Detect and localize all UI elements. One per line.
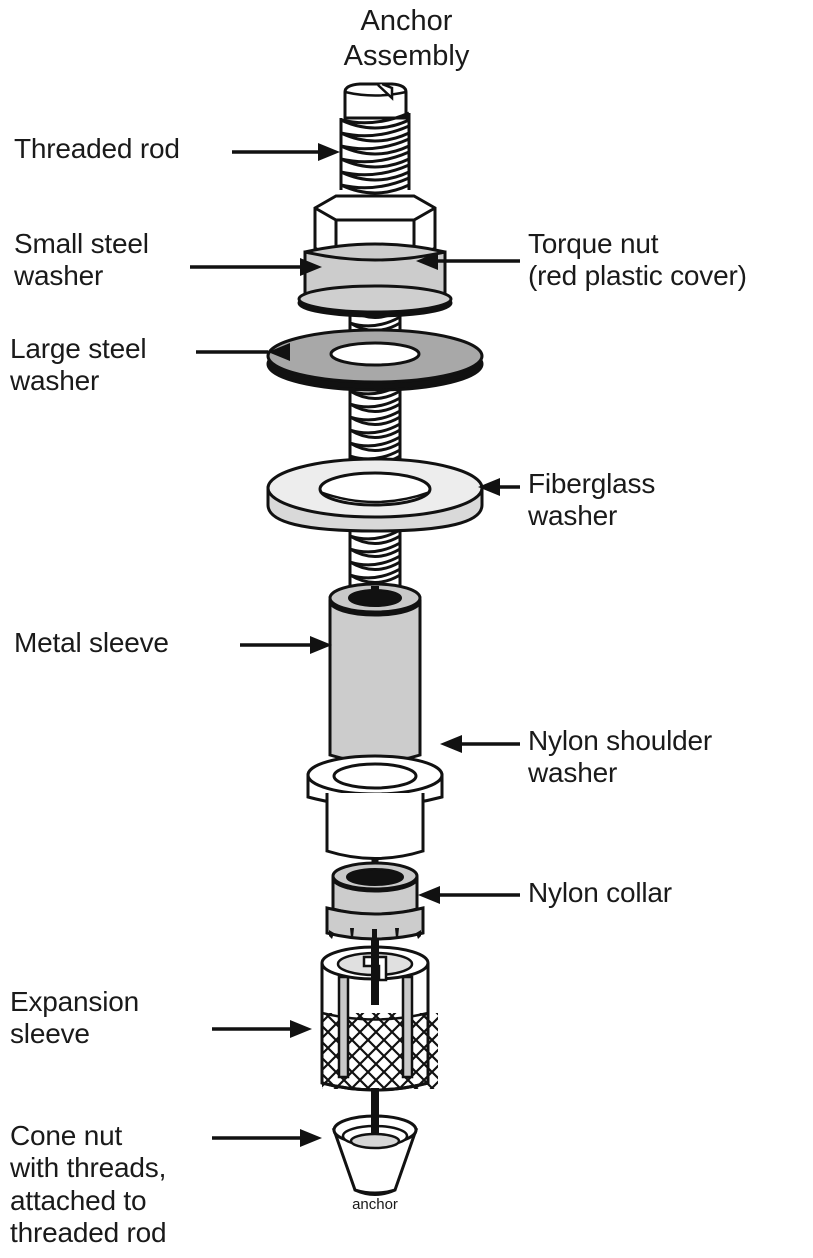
page-title: Anchor Assembly	[343, 5, 470, 72]
small-steel-washer-part	[297, 284, 453, 318]
large-steel-washer-part	[266, 328, 484, 392]
nylon-shoulder-washer-part	[306, 754, 444, 860]
label-nylon-collar: Nylon collar	[528, 877, 672, 908]
label-threaded-rod: Threaded rod	[14, 133, 180, 164]
fiberglass-washer-part	[266, 457, 484, 533]
label-expansion-sleeve: Expansion sleeve	[10, 986, 139, 1050]
nylon-collar-part	[325, 861, 425, 941]
label-fiberglass-washer: Fiberglass washer	[528, 468, 656, 532]
label-nylon-shoulder-washer: Nylon shoulder washer	[528, 725, 712, 789]
leader-lines	[190, 143, 520, 1147]
label-torque-nut: Torque nut (red plastic cover)	[528, 228, 747, 292]
label-cone-nut: Cone nut with threads, attached to threa…	[10, 1120, 167, 1249]
metal-sleeve-part	[328, 582, 422, 764]
label-metal-sleeve: Metal sleeve	[14, 627, 169, 658]
label-small-steel-washer: Small steel washer	[14, 228, 149, 292]
expansion-sleeve-part	[320, 945, 438, 1092]
anchor-caption: anchor	[352, 1196, 398, 1213]
label-large-steel-washer: Large steel washer	[10, 333, 147, 397]
